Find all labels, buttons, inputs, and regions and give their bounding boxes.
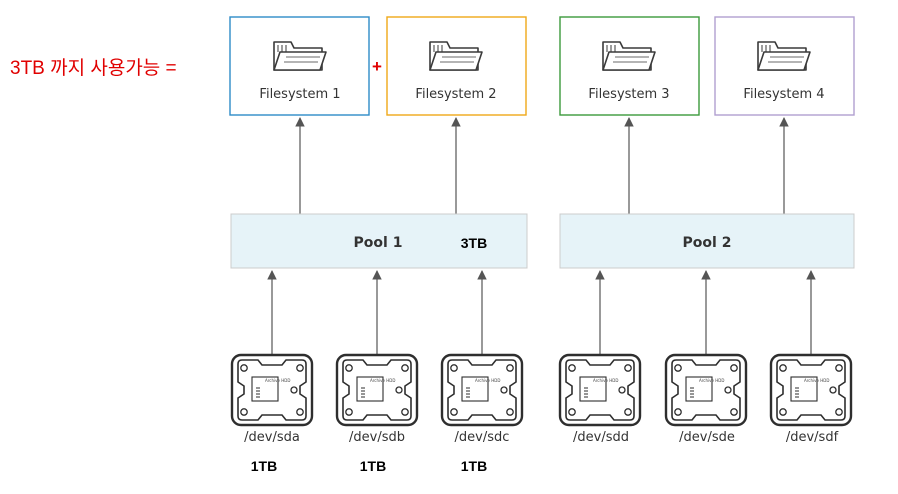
hard-drive-icon bbox=[558, 353, 642, 427]
disk-brand-text: Archive HDD bbox=[804, 378, 829, 383]
disk-sdd: Archive HDD /dev/sdd bbox=[558, 353, 642, 445]
plus-sign: + bbox=[372, 57, 382, 76]
disk-sdc: Archive HDD /dev/sdc 1TB bbox=[440, 353, 524, 474]
disk-brand-text: Archive HDD bbox=[699, 378, 724, 383]
hard-drive-icon bbox=[335, 353, 419, 427]
pool-capacity: 3TB bbox=[461, 235, 487, 251]
disk-label: /dev/sdf bbox=[786, 430, 839, 445]
pool-label: Pool 1 bbox=[354, 235, 403, 251]
filesystem-label: Filesystem 2 bbox=[415, 87, 496, 102]
disk-label: /dev/sda bbox=[244, 430, 300, 445]
disk-sdf: Archive HDD /dev/sdf bbox=[769, 353, 853, 445]
filesystem-4: Filesystem 4 bbox=[714, 16, 855, 116]
pool-1: Pool 1 3TB bbox=[230, 213, 528, 269]
filesystem-2: Filesystem 2 bbox=[386, 16, 527, 116]
disk-brand-text: Archive HDD bbox=[593, 378, 618, 383]
disk-label: /dev/sdb bbox=[349, 430, 405, 445]
pool-2: Pool 2 bbox=[559, 213, 855, 269]
filesystem-1: Filesystem 1 bbox=[229, 16, 370, 116]
disk-capacity: 1TB bbox=[360, 458, 386, 474]
pool-label: Pool 2 bbox=[683, 235, 732, 251]
disk-sdb: Archive HDD /dev/sdb 1TB bbox=[335, 353, 419, 474]
disk-label: /dev/sde bbox=[679, 430, 735, 445]
disk-label: /dev/sdc bbox=[455, 430, 510, 445]
filesystem-3: Filesystem 3 bbox=[559, 16, 700, 116]
disk-sde: Archive HDD /dev/sde bbox=[664, 353, 748, 445]
filesystem-label: Filesystem 1 bbox=[259, 87, 340, 102]
hard-drive-icon bbox=[769, 353, 853, 427]
pool-box bbox=[230, 213, 528, 269]
disk-label: /dev/sdd bbox=[573, 430, 629, 445]
pool-box bbox=[559, 213, 855, 269]
filesystem-label: Filesystem 4 bbox=[743, 87, 824, 102]
hard-drive-icon bbox=[664, 353, 748, 427]
disk-capacity: 1TB bbox=[461, 458, 487, 474]
hard-drive-icon bbox=[230, 353, 314, 427]
disk-capacity: 1TB bbox=[251, 458, 277, 474]
disk-brand-text: Archive HDD bbox=[265, 378, 290, 383]
filesystem-label: Filesystem 3 bbox=[588, 87, 669, 102]
disk-sda: Archive HDD /dev/sda 1TB bbox=[230, 353, 314, 474]
disk-brand-text: Archive HDD bbox=[370, 378, 395, 383]
hard-drive-icon bbox=[440, 353, 524, 427]
capacity-note: 3TB 까지 사용가능 = bbox=[10, 57, 177, 79]
disk-brand-text: Archive HDD bbox=[475, 378, 500, 383]
